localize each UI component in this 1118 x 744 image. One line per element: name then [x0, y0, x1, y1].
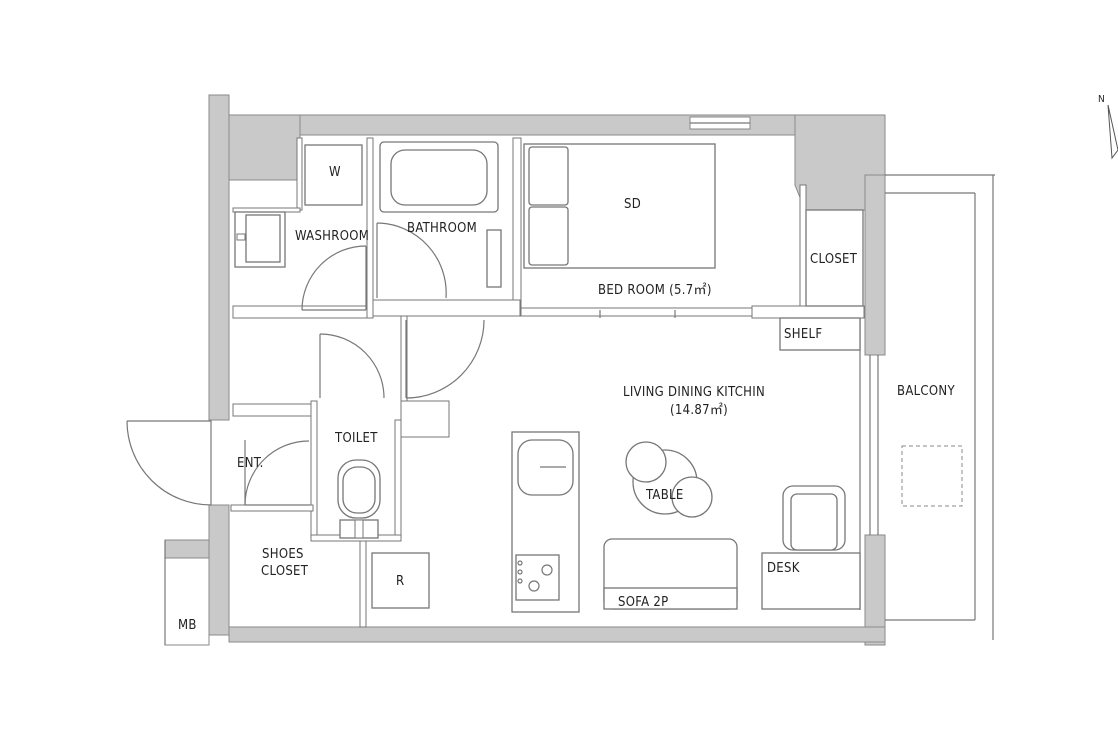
- fridge-label: R: [396, 574, 404, 589]
- kitchen-counter: [511, 431, 580, 613]
- entrance-label: ENT.: [237, 456, 264, 471]
- closet-label: CLOSET: [810, 252, 858, 267]
- table-label: TABLE: [645, 488, 684, 503]
- interior-walls: [230, 137, 865, 628]
- sofa: [603, 538, 738, 610]
- ldk-area-label: (14.87㎡): [670, 403, 728, 418]
- balcony-label: BALCONY: [897, 384, 955, 399]
- meter-box-label: MB: [178, 618, 197, 633]
- shelf: [779, 317, 861, 351]
- shelf-label: SHELF: [784, 327, 822, 342]
- north-arrow-icon: N: [1098, 94, 1118, 160]
- shoes-closet-label-2: CLOSET: [261, 564, 309, 579]
- bed-label: SD: [624, 197, 641, 212]
- bedroom-label: BED ROOM (5.7㎡): [598, 283, 712, 298]
- toilet-label: TOILET: [334, 431, 378, 446]
- doors: [126, 222, 676, 506]
- bed: [523, 143, 716, 269]
- toilet-fixture: [337, 459, 381, 539]
- exterior-walls: [164, 94, 886, 646]
- closet: [805, 209, 864, 307]
- bathroom-label: BATHROOM: [407, 221, 477, 236]
- washer-label: W: [329, 165, 341, 180]
- desk: [761, 485, 861, 610]
- bathtub: [379, 141, 502, 288]
- refrigerator: [371, 552, 430, 609]
- balcony-area: [869, 174, 995, 640]
- dining-table: [625, 441, 713, 518]
- ldk-label: LIVING DINING KITCHIN: [623, 385, 765, 400]
- washing-machine: [304, 144, 363, 206]
- shoes-closet-label-1: SHOES: [262, 547, 304, 562]
- desk-label: DESK: [767, 561, 800, 576]
- north-label: N: [1098, 94, 1105, 105]
- washbasin: [234, 211, 286, 268]
- bedroom-window: [689, 116, 751, 130]
- washroom-label: WASHROOM: [295, 229, 369, 244]
- sofa-label: SOFA 2P: [618, 595, 668, 610]
